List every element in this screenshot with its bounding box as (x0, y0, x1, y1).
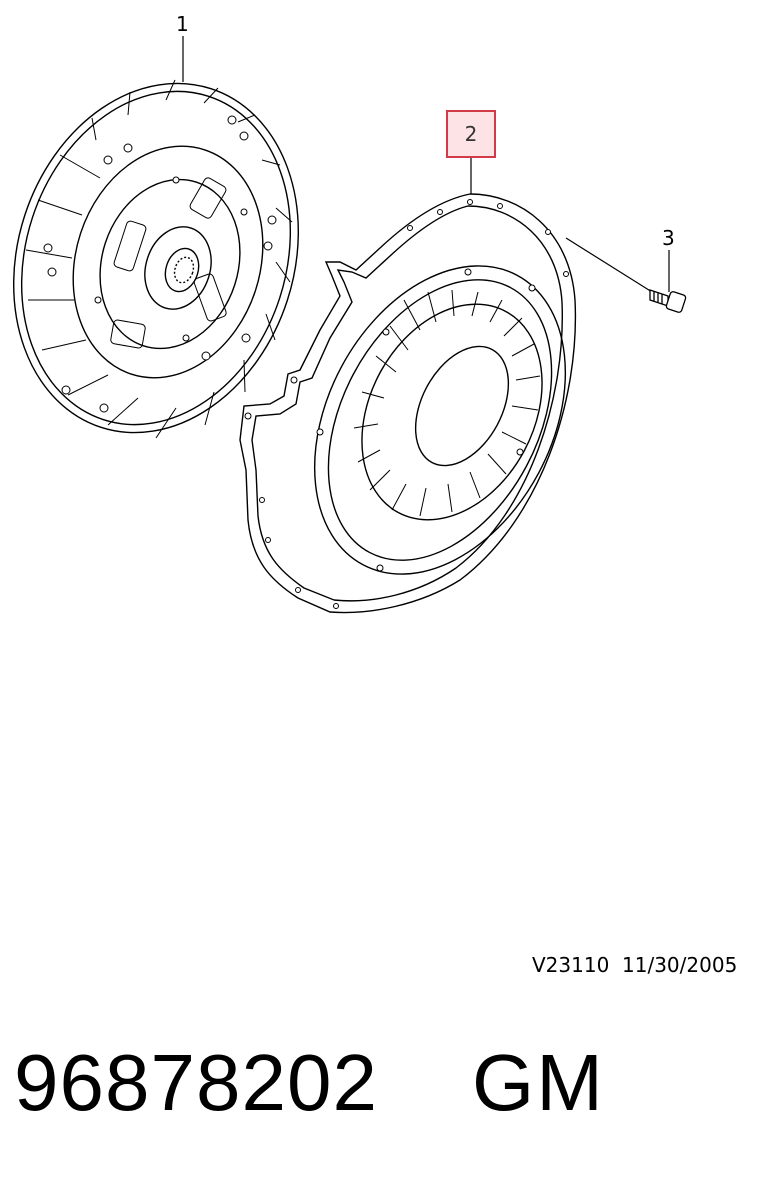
diagram-reference: V23110 11/30/2005 (532, 953, 738, 977)
clutch-disc-icon (12, 79, 300, 439)
part-number: 96878202 (14, 1038, 378, 1127)
pressure-plate-icon (239, 193, 577, 614)
bolt-icon (649, 289, 687, 313)
leader-line-3b (565, 237, 653, 293)
callout-label-1[interactable]: 1 (176, 12, 189, 36)
brand-label: GM (472, 1038, 605, 1127)
callout-label-2[interactable]: 2 (446, 110, 496, 158)
callout-label-3[interactable]: 3 (662, 226, 675, 250)
